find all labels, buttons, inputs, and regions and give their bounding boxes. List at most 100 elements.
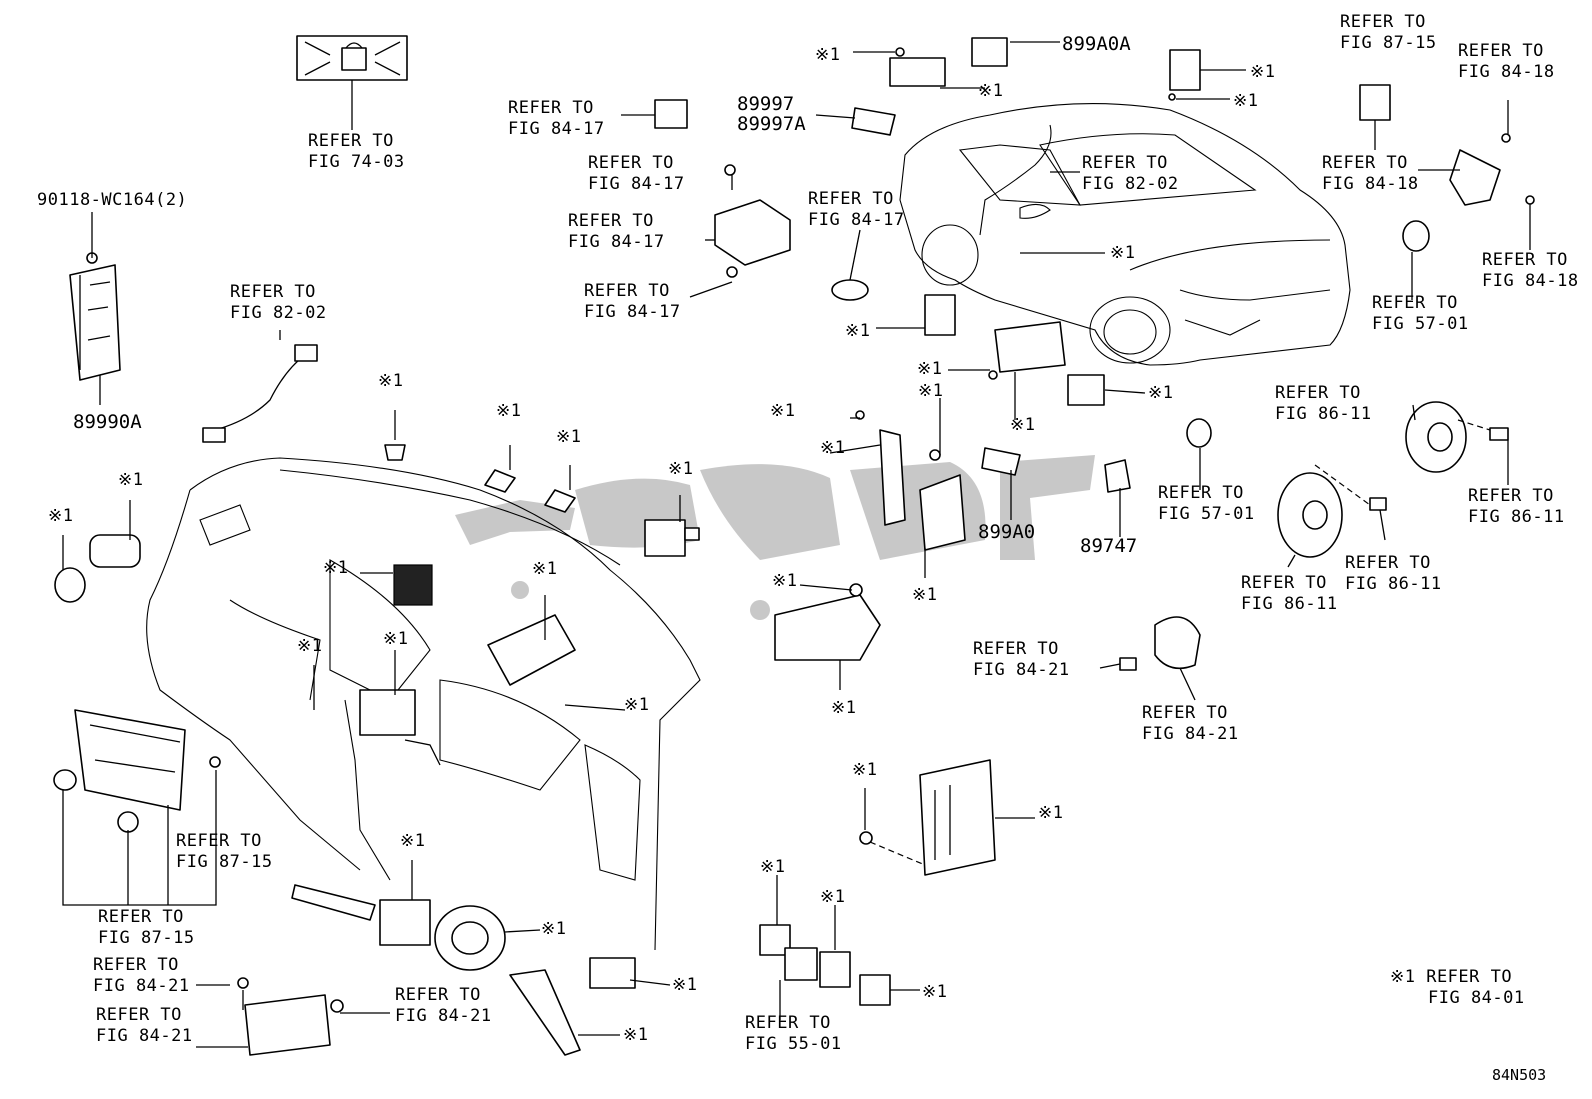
label-46: ※1 [496,401,521,421]
label-10: 899A0A [1062,33,1131,55]
label-29: 89747 [1080,535,1137,557]
ecu-84-17 [714,164,791,278]
mark-d: ※1 [922,982,947,1002]
label-54: ※1 [323,558,348,578]
horn-upper [1405,401,1509,473]
climate-control-panel [53,709,221,833]
label-55: ※1 [532,559,557,579]
bracket-sensor [924,294,956,336]
instrument-panel-outline [146,457,701,951]
label-24: ※1 [917,359,942,379]
bracket-center [359,689,441,766]
label-1: 90118-WC164(2) [37,190,187,210]
label-36: ※1 [820,438,845,458]
label-53: ※1 [668,459,693,479]
callout-labels-extra: ※1 ※1 ※1 ※1 [623,857,947,1045]
horn-lower [1277,464,1387,558]
label-4: ※1 [378,371,403,391]
label-35: ※1 [770,401,795,421]
label-28: 899A0 [978,521,1035,543]
combination-switch [291,884,431,946]
label-26: ※1 [1010,415,1035,435]
label-43: ※1 [118,470,143,490]
switch-899A0 [981,447,1021,476]
label-11: ※1 [978,81,1003,101]
label-58: ※1 [624,695,649,715]
door-switch-top [889,37,1008,87]
module-mid [919,474,966,551]
connector-switch [644,519,700,557]
vehicle-outline [899,103,1351,366]
power-window-switch [988,321,1105,406]
horn-sensor-84-21 [1119,616,1201,671]
label-60: ※1 [400,831,425,851]
connector-84-17 [654,99,688,129]
label-37: ※1 [912,585,937,605]
grommet-right [1402,220,1430,252]
label-56: ※1 [383,629,408,649]
switch-lower [589,957,636,989]
smart-key-computer [69,252,121,381]
diagram-code: 84N503 [1492,1066,1546,1084]
bracket-mid [855,410,941,526]
label-47: ※1 [556,427,581,447]
label-62: ※1 [672,975,697,995]
clip [384,444,406,461]
label-41: ※1 [852,760,877,780]
switch-knob [393,564,433,606]
security-indicator [296,35,408,81]
label-61: ※1 [541,919,566,939]
switch-cluster-bottom [759,924,891,1006]
sensor-1 [484,469,516,493]
label-23: ※1 [845,321,870,341]
wiper-switch [509,969,581,1056]
mark-c: ※1 [820,887,845,907]
label-16: ※1 [1250,62,1275,82]
tray-bracket [774,583,881,661]
mark-a: ※1 [623,1025,648,1045]
sensor-2 [544,489,576,513]
sensor-right-top [1359,84,1535,206]
label-15: ※1 [1110,243,1135,263]
spiral-cable [434,905,506,971]
label-17: ※1 [1233,91,1258,111]
leader-lines [62,41,1531,1048]
label-42: ※1 [48,506,73,526]
label-39: ※1 [831,698,856,718]
label-38: ※1 [772,571,797,591]
label-40: ※1 [1038,803,1063,823]
label-25: ※1 [918,381,943,401]
part-89747 [1104,459,1131,493]
switch-top-right [1168,49,1201,101]
grommet-mid [1186,418,1212,448]
power-outlet [54,534,141,603]
ring-sensor [831,279,869,301]
